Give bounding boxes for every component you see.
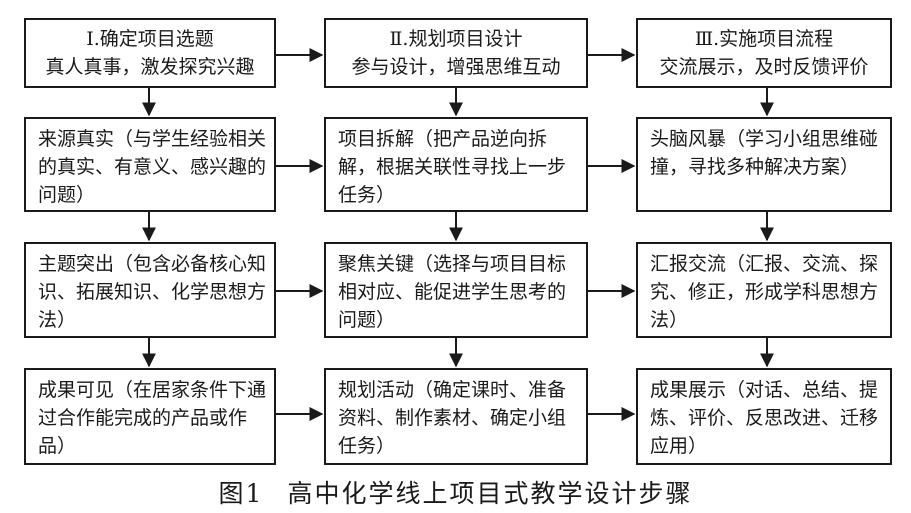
step-box-3-3: 成果展示（对话、总结、提炼、评价、反思改进、迁移应用） xyxy=(636,368,892,465)
step-box-2-2: 聚焦关键（选择与项目目标相对应、能促进学生思考的问题） xyxy=(324,242,588,338)
header-title-1: Ⅰ.确定项目选题 xyxy=(86,28,214,50)
figure-caption: 图1 高中化学线上项目式教学设计步骤 xyxy=(0,474,911,510)
step-box-3-1: 头脑风暴（学习小组思维碰撞，寻找多种解决方案） xyxy=(636,117,892,212)
header-box-3: Ⅲ.实施项目流程 交流展示，及时反馈评价 xyxy=(636,18,892,88)
step-box-1-2: 主题突出（包含必备核心知识、拓展知识、化学思想方法） xyxy=(24,242,276,338)
step-box-2-3: 规划活动（确定课时、准备资料、制作素材、确定小组任务） xyxy=(324,368,588,465)
step-box-2-1: 项目拆解（把产品逆向拆解，根据关联性寻找上一步任务） xyxy=(324,117,588,212)
header-box-2: Ⅱ.规划项目设计 参与设计，增强思维互动 xyxy=(324,18,588,88)
step-box-1-1: 来源真实（与学生经验相关的真实、有意义、感兴趣的问题） xyxy=(24,117,276,212)
header-subtitle-3: 交流展示，及时反馈评价 xyxy=(659,56,869,78)
header-box-1: Ⅰ.确定项目选题 真人真事，激发探究兴趣 xyxy=(24,18,276,88)
figure-number: 图1 xyxy=(218,479,264,508)
step-box-1-3: 成果可见（在居家条件下通过合作能完成的产品或作品） xyxy=(24,368,276,465)
header-title-3: Ⅲ.实施项目流程 xyxy=(694,28,834,50)
step-box-3-2: 汇报交流（汇报、交流、探究、修正，形成学科思想方法） xyxy=(636,242,892,338)
figure-title: 高中化学线上项目式教学设计步骤 xyxy=(287,479,693,508)
header-title-2: Ⅱ.规划项目设计 xyxy=(389,28,523,50)
header-subtitle-1: 真人真事，激发探究兴趣 xyxy=(45,56,255,78)
header-subtitle-2: 参与设计，增强思维互动 xyxy=(351,56,561,78)
